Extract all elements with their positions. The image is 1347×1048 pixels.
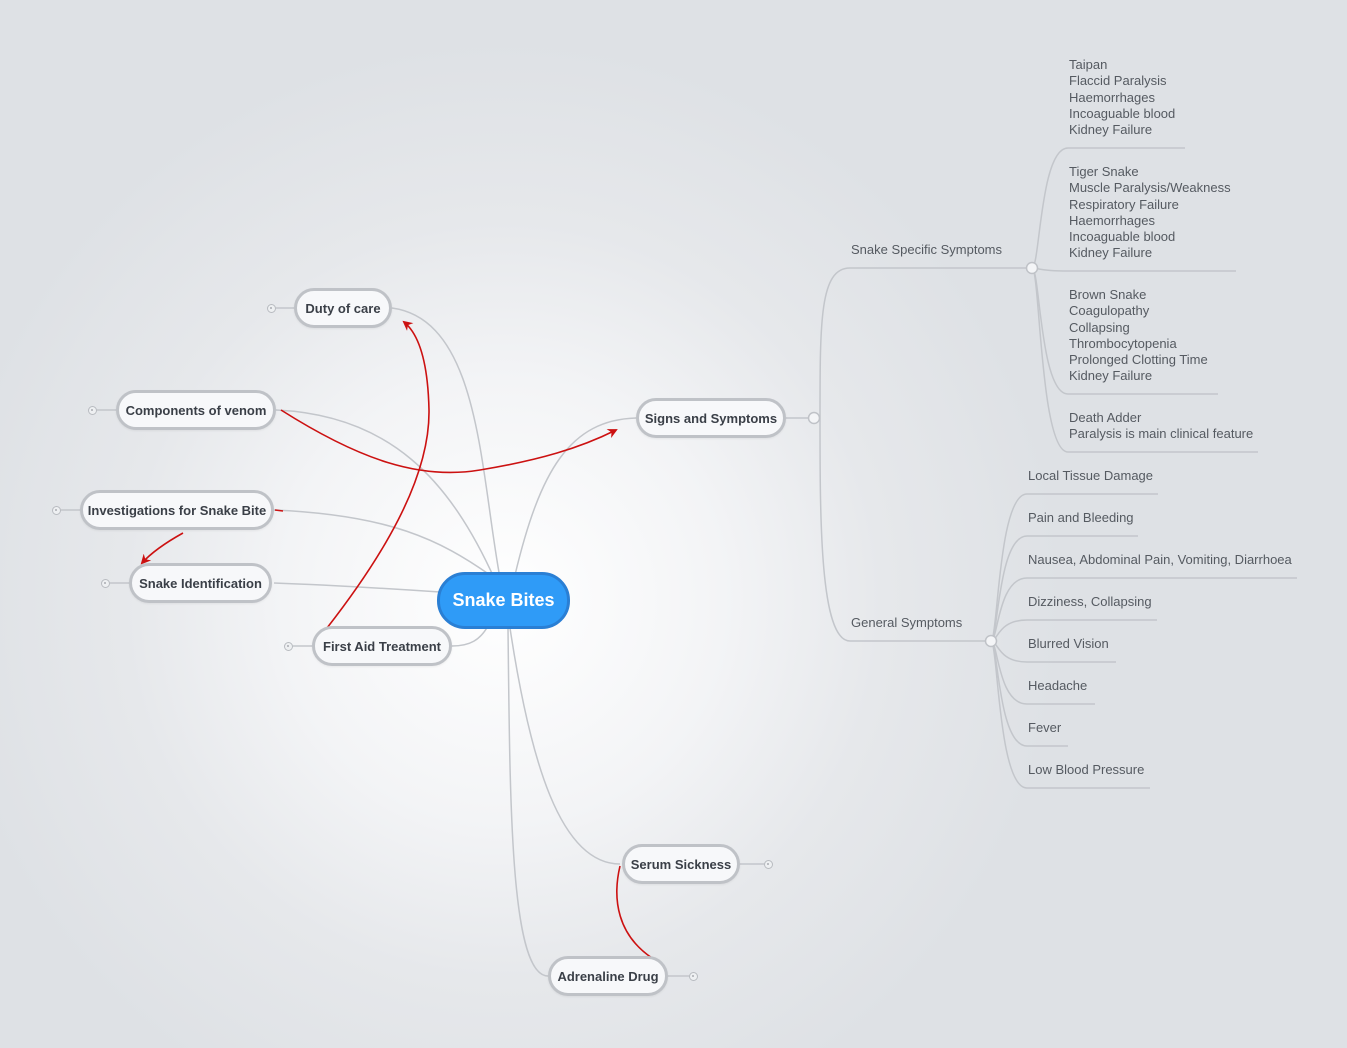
collapse-toggle-icon[interactable] [689, 972, 698, 981]
general-symptom[interactable]: Nausea, Abdominal Pain, Vomiting, Diarrh… [1028, 552, 1292, 567]
branch-snake-identification [273, 582, 441, 593]
general-symptom[interactable]: Low Blood Pressure [1028, 762, 1145, 777]
topic-components-of-venom[interactable]: Components of venom [116, 390, 276, 430]
branch-investigations [273, 509, 491, 576]
topic-signs-and-symptoms[interactable]: Signs and Symptoms [636, 398, 786, 438]
general-symptom[interactable]: Local Tissue Damage [1028, 468, 1154, 483]
relationship-investigations-arrow [140, 532, 184, 565]
subtopic-snake-specific-symptoms[interactable]: Snake Specific Symptoms [851, 242, 1003, 257]
branch-adrenaline-drug [507, 627, 549, 977]
relationship-investigations-to-identification [274, 509, 284, 512]
root-topic-snake-bites[interactable]: Snake Bites [437, 572, 570, 629]
branch-specific [819, 267, 1026, 419]
relationship-serum-to-adrenaline [616, 865, 653, 959]
branch-general [819, 417, 985, 642]
topic-duty-of-care[interactable]: Duty of care [294, 288, 392, 328]
specific-death-adder[interactable]: Death Adder Paralysis is main clinical f… [1069, 410, 1254, 442]
topic-investigations[interactable]: Investigations for Snake Bite [80, 490, 274, 530]
topic-first-aid[interactable]: First Aid Treatment [312, 626, 452, 666]
general-symptom[interactable]: Blurred Vision [1028, 636, 1109, 651]
collapse-toggle-icon[interactable] [267, 304, 276, 313]
specific-taipan[interactable]: Taipan Flaccid Paralysis Haemorrhages In… [1069, 57, 1176, 138]
relationship-venom-to-signs [280, 409, 618, 474]
collapse-toggle-icon[interactable] [764, 860, 773, 869]
topic-adrenaline-drug[interactable]: Adrenaline Drug [548, 956, 668, 996]
topic-serum-sickness[interactable]: Serum Sickness [622, 844, 740, 884]
general-symptom[interactable]: Fever [1028, 720, 1062, 735]
branch-serum-sickness [509, 627, 621, 865]
branch-first-aid [451, 625, 489, 647]
general-symptom[interactable]: Dizziness, Collapsing [1028, 594, 1152, 609]
branch-signs-symptoms [514, 417, 637, 576]
branch-components-of-venom [275, 409, 496, 581]
collapse-toggle-icon[interactable] [284, 642, 293, 651]
collapse-toggle-icon[interactable] [88, 406, 97, 415]
branch-duty-of-care [391, 307, 501, 579]
general-symptom[interactable]: Headache [1028, 678, 1088, 693]
collapse-toggle-icon[interactable] [101, 579, 110, 588]
subtopic-general-symptoms[interactable]: General Symptoms [851, 615, 963, 630]
relationship-firstaid-to-duty [326, 320, 430, 629]
collapse-toggle-icon[interactable] [52, 506, 61, 515]
specific-brown-snake[interactable]: Brown Snake Coagulopathy Collapsing Thro… [1069, 287, 1208, 384]
topic-snake-identification[interactable]: Snake Identification [129, 563, 272, 603]
specific-tiger-snake[interactable]: Tiger Snake Muscle Paralysis/Weakness Re… [1069, 164, 1231, 261]
general-symptom[interactable]: Pain and Bleeding [1028, 510, 1134, 525]
